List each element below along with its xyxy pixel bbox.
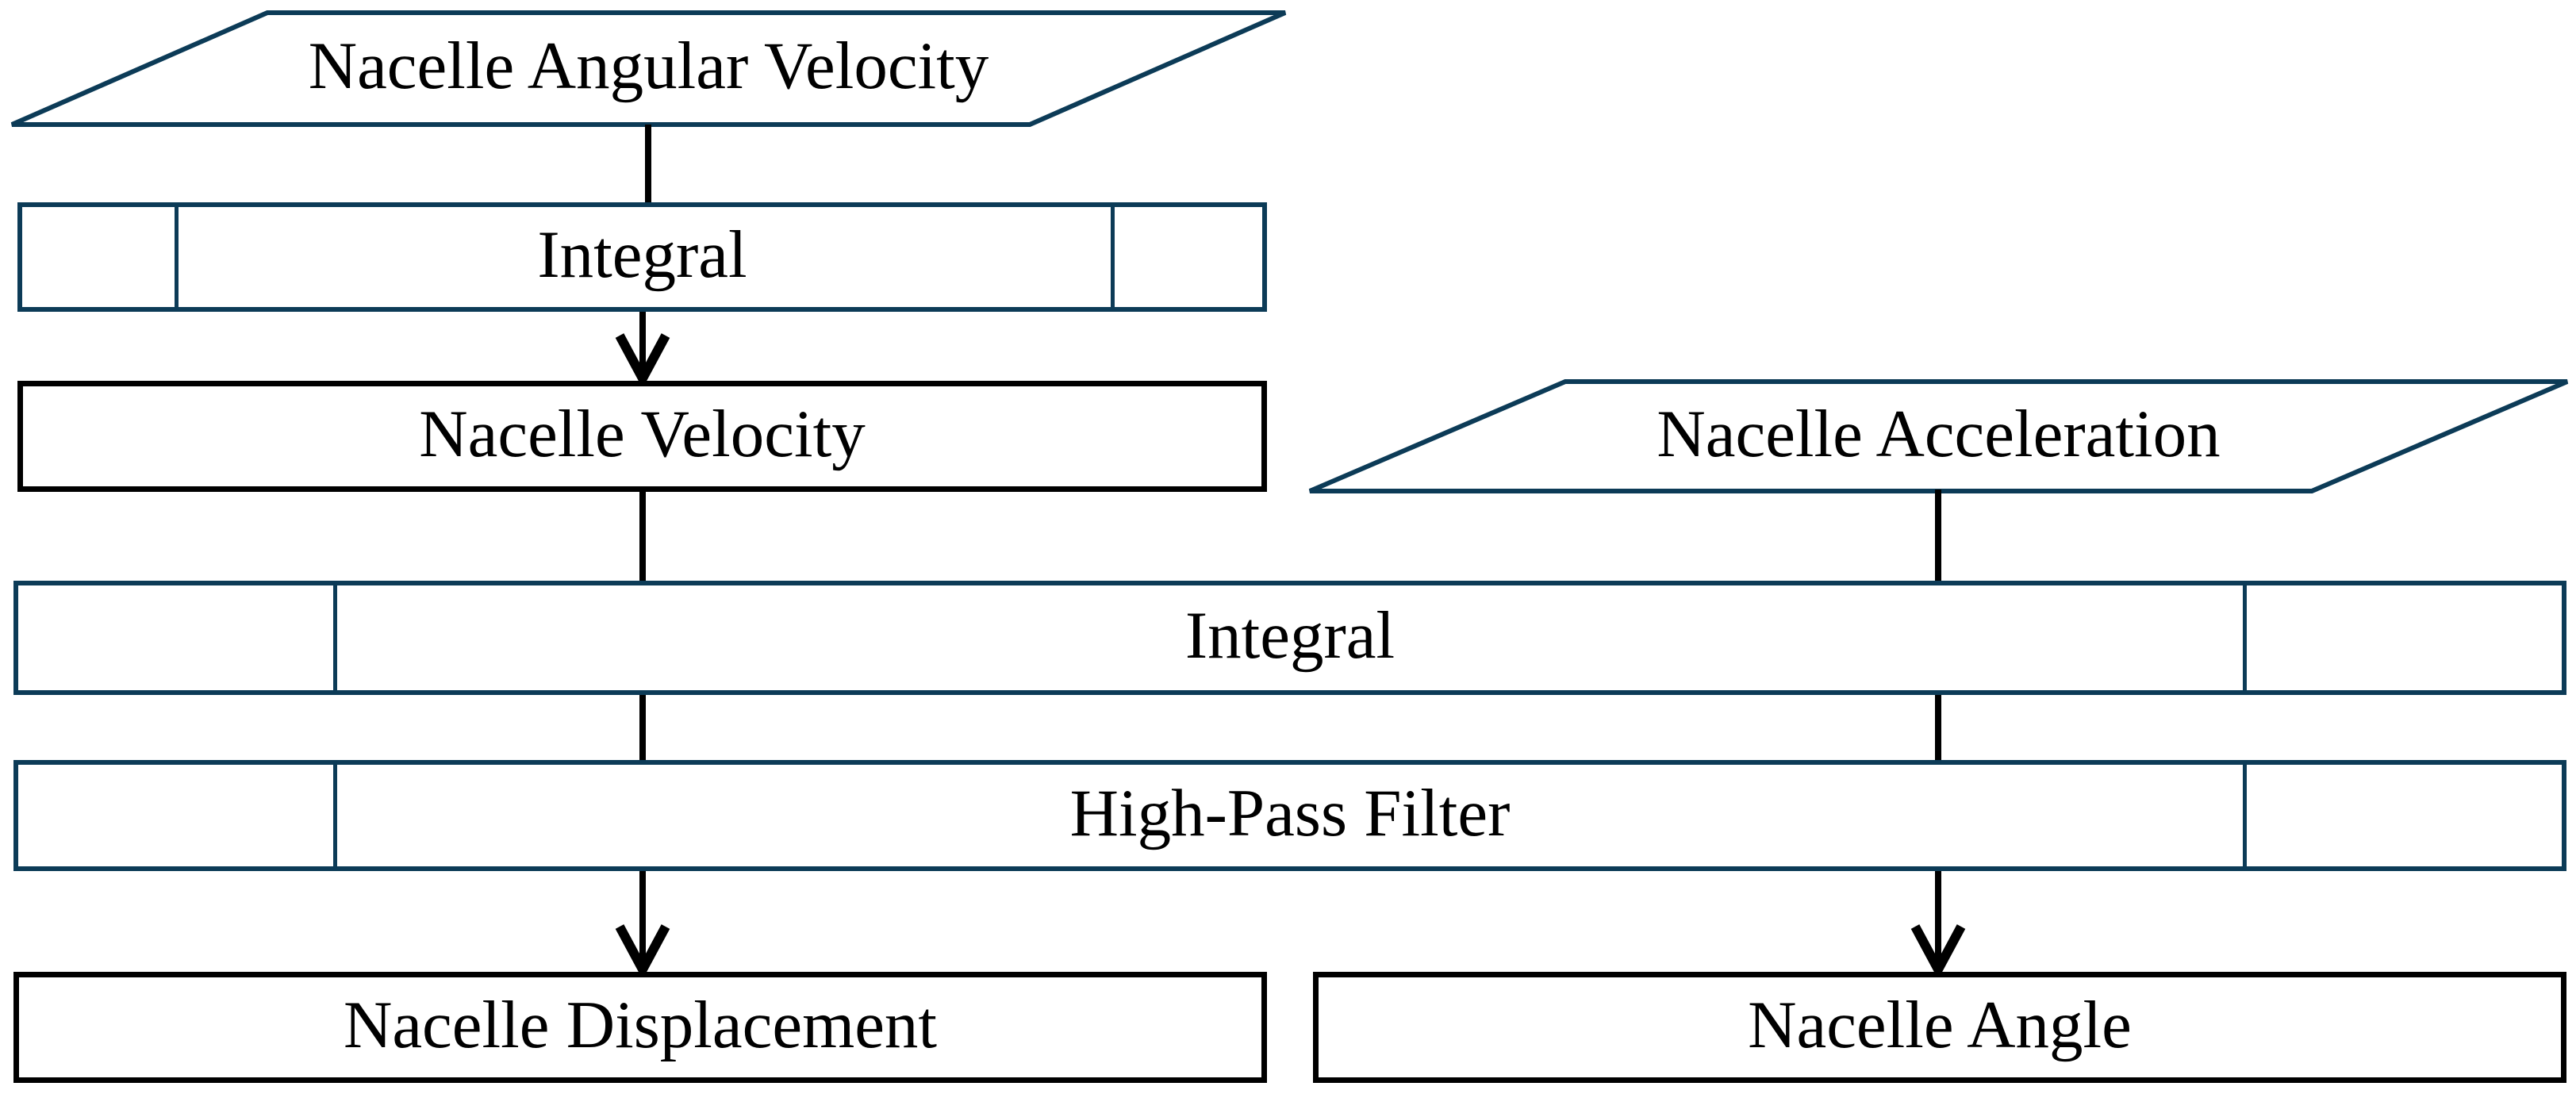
- node-integral-2: Integral: [13, 581, 2566, 695]
- arrowhead: [615, 924, 670, 980]
- edge-hpf-to-displacement: [615, 869, 670, 980]
- node-label: Nacelle Displacement: [343, 987, 938, 1062]
- arrowhead: [1910, 924, 1966, 980]
- node-nacelle-velocity: Nacelle Velocity: [17, 381, 1267, 492]
- node-high-pass-filter: High-Pass Filter: [13, 760, 2566, 871]
- node-nacelle-displacement: Nacelle Displacement: [13, 972, 1267, 1083]
- nacelle-acceleration-shape: [1308, 379, 2569, 493]
- node-label: High-Pass Filter: [1069, 775, 1511, 850]
- edge-integral1-to-velocity: [615, 311, 670, 389]
- predefined-process-divider-left: [333, 585, 337, 690]
- predefined-process-divider-right: [1111, 207, 1115, 307]
- node-label: Integral: [1184, 597, 1395, 673]
- predefined-process-divider-left: [333, 765, 337, 866]
- node-nacelle-angle: Nacelle Angle: [1313, 972, 2566, 1083]
- predefined-process-divider-left: [175, 207, 179, 307]
- arrowhead: [615, 333, 670, 389]
- predefined-process-divider-right: [2243, 765, 2247, 866]
- node-label: Nacelle Velocity: [419, 396, 866, 471]
- node-label: Integral: [537, 217, 747, 292]
- edge-hpf-to-angle: [1910, 869, 1966, 980]
- nacelle-angular-velocity-shape: [10, 10, 1287, 127]
- predefined-process-divider-right: [2243, 585, 2247, 690]
- node-integral-1: Integral: [17, 202, 1267, 312]
- node-label: Nacelle Angle: [1748, 987, 2132, 1062]
